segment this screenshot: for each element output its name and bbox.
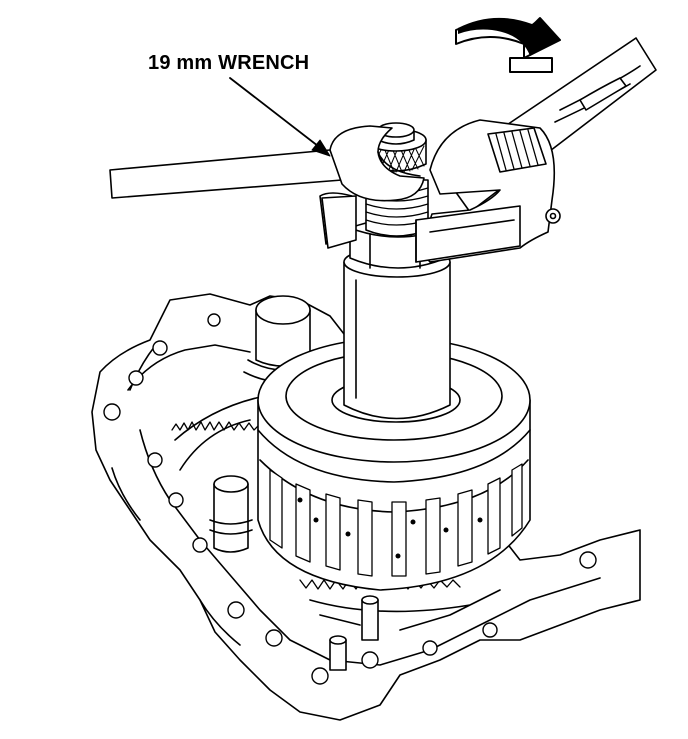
worm-gear-ridges xyxy=(496,130,538,170)
bolt-hole xyxy=(312,668,328,684)
callout-19mm-wrench-label: 19 mm WRENCH xyxy=(148,52,310,74)
spline-slot xyxy=(270,470,282,548)
bolt-hole xyxy=(362,652,378,668)
open-end-wrench-head xyxy=(330,126,424,201)
spline-slot xyxy=(488,478,500,554)
pin-top xyxy=(362,596,378,604)
lower-gear-body xyxy=(310,590,500,630)
leader-line xyxy=(230,78,318,146)
spline-slot xyxy=(296,484,310,562)
bolt-hole xyxy=(148,453,162,467)
drum-hole xyxy=(297,497,303,503)
bolt-hole xyxy=(193,538,207,552)
drum-spline-slots xyxy=(270,464,522,576)
wrench-pivot-pin-center xyxy=(551,214,556,219)
shaft-post-collar xyxy=(210,520,252,534)
rotation-arrow-shade xyxy=(458,17,560,56)
bolt-hole xyxy=(423,641,437,655)
drum-hole xyxy=(345,531,351,537)
pin-top xyxy=(330,636,346,644)
bolt-hole xyxy=(129,371,143,385)
bolt-hole xyxy=(483,623,497,637)
tool-cylinder xyxy=(344,262,450,419)
shaft-post-top xyxy=(214,476,248,492)
bolt-hole xyxy=(153,341,167,355)
drum-holes xyxy=(297,497,483,559)
open-end-wrench xyxy=(110,126,424,201)
callout-leader xyxy=(230,78,330,156)
housing-bolt-holes xyxy=(104,314,596,684)
spline-slot xyxy=(512,464,522,536)
wrench-jaw-inner xyxy=(378,152,420,176)
spline-slot xyxy=(426,498,440,574)
jaw-face xyxy=(416,220,514,262)
drum-hole xyxy=(395,553,401,559)
leader-arrowhead xyxy=(312,140,330,156)
accumulator-post-top xyxy=(256,296,310,324)
small-pins xyxy=(330,596,378,670)
drum-hole xyxy=(477,517,483,523)
spline-slot xyxy=(392,502,406,576)
bolt-hole xyxy=(169,493,183,507)
spline-slot xyxy=(358,500,372,576)
gear-teeth-arc xyxy=(172,422,265,430)
wrench-side-block xyxy=(322,196,356,248)
spline-slot xyxy=(458,490,472,566)
rotation-arrow-tail xyxy=(510,58,552,72)
shaft-post-body xyxy=(214,484,248,552)
bolt-hole xyxy=(104,404,120,420)
adjustable-wrench xyxy=(320,38,656,262)
shaft-post xyxy=(210,476,252,552)
open-end-wrench-handle xyxy=(110,150,342,198)
drum-hole xyxy=(313,517,319,523)
drum-hole xyxy=(443,527,449,533)
pin xyxy=(362,600,378,640)
handle-slot xyxy=(580,78,626,110)
bolt-hole xyxy=(228,602,244,618)
bolt-hole xyxy=(580,552,596,568)
bolt-hole xyxy=(208,314,220,326)
bolt-hole xyxy=(266,630,282,646)
drum-hole xyxy=(410,519,416,525)
spline-slot xyxy=(326,494,340,570)
rotation-arrow-icon xyxy=(456,18,560,72)
